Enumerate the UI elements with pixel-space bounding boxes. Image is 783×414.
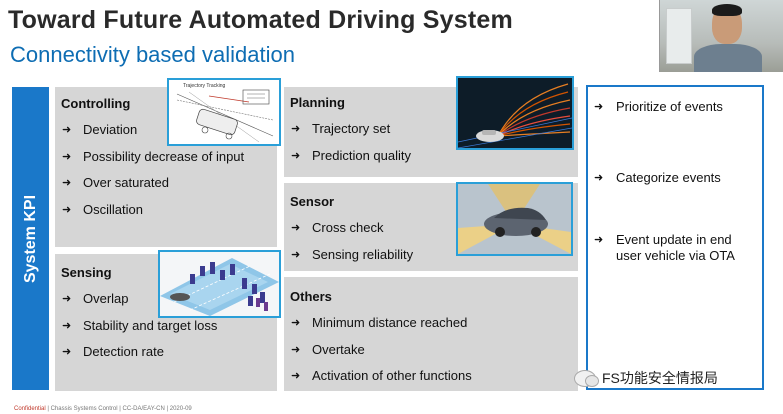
list-item-text: Minimum distance reached — [312, 315, 468, 330]
system-kpi-bar: System KPI — [12, 87, 49, 390]
presenter-webcam — [659, 0, 783, 72]
list-item-text: Sensing reliability — [312, 246, 414, 262]
others-title: Others — [290, 289, 332, 304]
list-item: ➜ Deviation — [59, 122, 244, 138]
figure-caption: Trajectory Tracking — [183, 83, 226, 89]
action-item: ➜ Prioritize of events — [594, 99, 756, 115]
list-item-text: Oscillation — [83, 201, 143, 217]
system-kpi-label: System KPI — [21, 194, 39, 283]
others-panel: Others ➜ Minimum distance reached ➜ Overta… — [284, 277, 578, 391]
arrow-right-icon: ➜ — [291, 248, 301, 261]
action-text: Prioritize of events — [616, 99, 723, 114]
arrow-right-icon: ➜ — [291, 343, 301, 356]
sensing-figure — [158, 250, 281, 318]
slide-title: Toward Future Automated Driving System — [8, 6, 513, 34]
list-item: ➜ Prediction quality — [288, 148, 411, 164]
presenter-hair — [712, 4, 742, 16]
arrow-right-icon: ➜ — [291, 317, 301, 329]
action-text: Categorize events — [616, 170, 721, 185]
wechat-icon — [574, 369, 599, 387]
controlling-list: ➜ Deviation ➜ Possibility decrease of inpu… — [59, 122, 244, 228]
list-item: ➜ Stability and target loss — [59, 318, 217, 334]
list-item: ➜ Over saturated — [59, 175, 244, 191]
presenter-body — [694, 44, 762, 72]
arrow-right-icon: ➜ — [62, 177, 72, 189]
list-item: ➜ Minimum distance reached — [288, 315, 472, 331]
actions-box: ➜ Prioritize of events ➜ Categorize events… — [586, 85, 764, 390]
list-item: ➜ Trajectory set — [288, 121, 411, 137]
watermark-text: FS功能安全情报局 — [602, 370, 718, 386]
sensing-list: ➜ Overlap ➜ Stability and target loss ➜ Det… — [59, 291, 217, 371]
arrow-right-icon: ➜ — [291, 222, 301, 234]
trajectory-tracking-diagram: Trajectory Tracking — [176, 83, 274, 143]
list-item-text: Detection rate — [83, 344, 164, 359]
sensor-title: Sensor — [290, 194, 335, 209]
list-item-text: Cross check — [312, 220, 384, 235]
arrow-right-icon: ➜ — [291, 123, 301, 135]
list-item-text: Possibility decrease of input — [83, 148, 245, 164]
arrow-right-icon: ➜ — [62, 319, 72, 332]
list-item-text: Deviation — [83, 122, 138, 137]
list-item-text: Stability and target loss — [83, 317, 218, 333]
arrow-right-icon: ➜ — [291, 370, 301, 382]
controlling-title: Controlling — [61, 96, 131, 111]
list-item-text: Prediction quality — [312, 147, 411, 163]
trajectory-tracking-figure: Trajectory Tracking — [167, 78, 281, 146]
list-item: ➜ Possibility decrease of input — [59, 149, 244, 165]
slide-subtitle: Connectivity based validation — [10, 42, 295, 67]
sensor-coverage-render — [458, 184, 571, 254]
arrow-right-icon: ➜ — [594, 101, 604, 113]
arrow-right-icon: ➜ — [594, 234, 604, 246]
list-item: ➜ Overlap — [59, 291, 217, 307]
planning-title: Planning — [290, 95, 345, 110]
actions-list: ➜ Prioritize of events ➜ Categorize events… — [594, 99, 756, 264]
arrow-right-icon: ➜ — [62, 203, 72, 216]
list-item-text: Overtake — [312, 341, 365, 357]
confidential-label: Confidential — [14, 406, 46, 412]
arrow-right-icon: ➜ — [62, 293, 72, 305]
list-item-text: Trajectory set — [312, 121, 391, 136]
planning-figure — [456, 76, 574, 150]
object-detection-scene — [160, 258, 279, 316]
list-item: ➜ Sensing reliability — [288, 247, 413, 263]
others-list: ➜ Minimum distance reached ➜ Overtake ➜ Act… — [288, 315, 472, 395]
webcam-background-shelf — [666, 8, 692, 64]
sensing-title: Sensing — [61, 265, 112, 280]
arrow-right-icon: ➜ — [594, 172, 604, 184]
list-item: ➜ Cross check — [288, 220, 413, 236]
footer-text: | Chassis Systems Control | CC-DA/EAY-CN… — [47, 406, 192, 412]
trajectory-fan-render — [458, 78, 572, 148]
arrow-right-icon: ➜ — [62, 346, 72, 358]
sensor-list: ➜ Cross check ➜ Sensing reliability — [288, 220, 413, 273]
list-item: ➜ Activation of other functions — [288, 368, 472, 384]
list-item: ➜ Overtake — [288, 342, 472, 358]
action-item: ➜ Categorize events — [594, 170, 756, 186]
arrow-right-icon: ➜ — [62, 124, 72, 136]
list-item-text: Activation of other functions — [312, 368, 472, 383]
list-item-text: Overlap — [83, 291, 129, 306]
planning-list: ➜ Trajectory set ➜ Prediction quality — [288, 121, 411, 174]
action-text: Event update in end user vehicle via OTA — [616, 232, 735, 263]
sensor-figure — [456, 182, 573, 256]
list-item: ➜ Oscillation — [59, 202, 244, 218]
action-item: ➜ Event update in end user vehicle via OT… — [594, 232, 756, 264]
list-item: ➜ Detection rate — [59, 344, 217, 360]
arrow-right-icon: ➜ — [62, 150, 72, 163]
slide-footer: Confidential | Chassis Systems Control |… — [14, 406, 192, 412]
list-item-text: Over saturated — [83, 175, 169, 190]
watermark: FS功能安全情报局 — [574, 368, 718, 388]
arrow-right-icon: ➜ — [291, 149, 301, 162]
